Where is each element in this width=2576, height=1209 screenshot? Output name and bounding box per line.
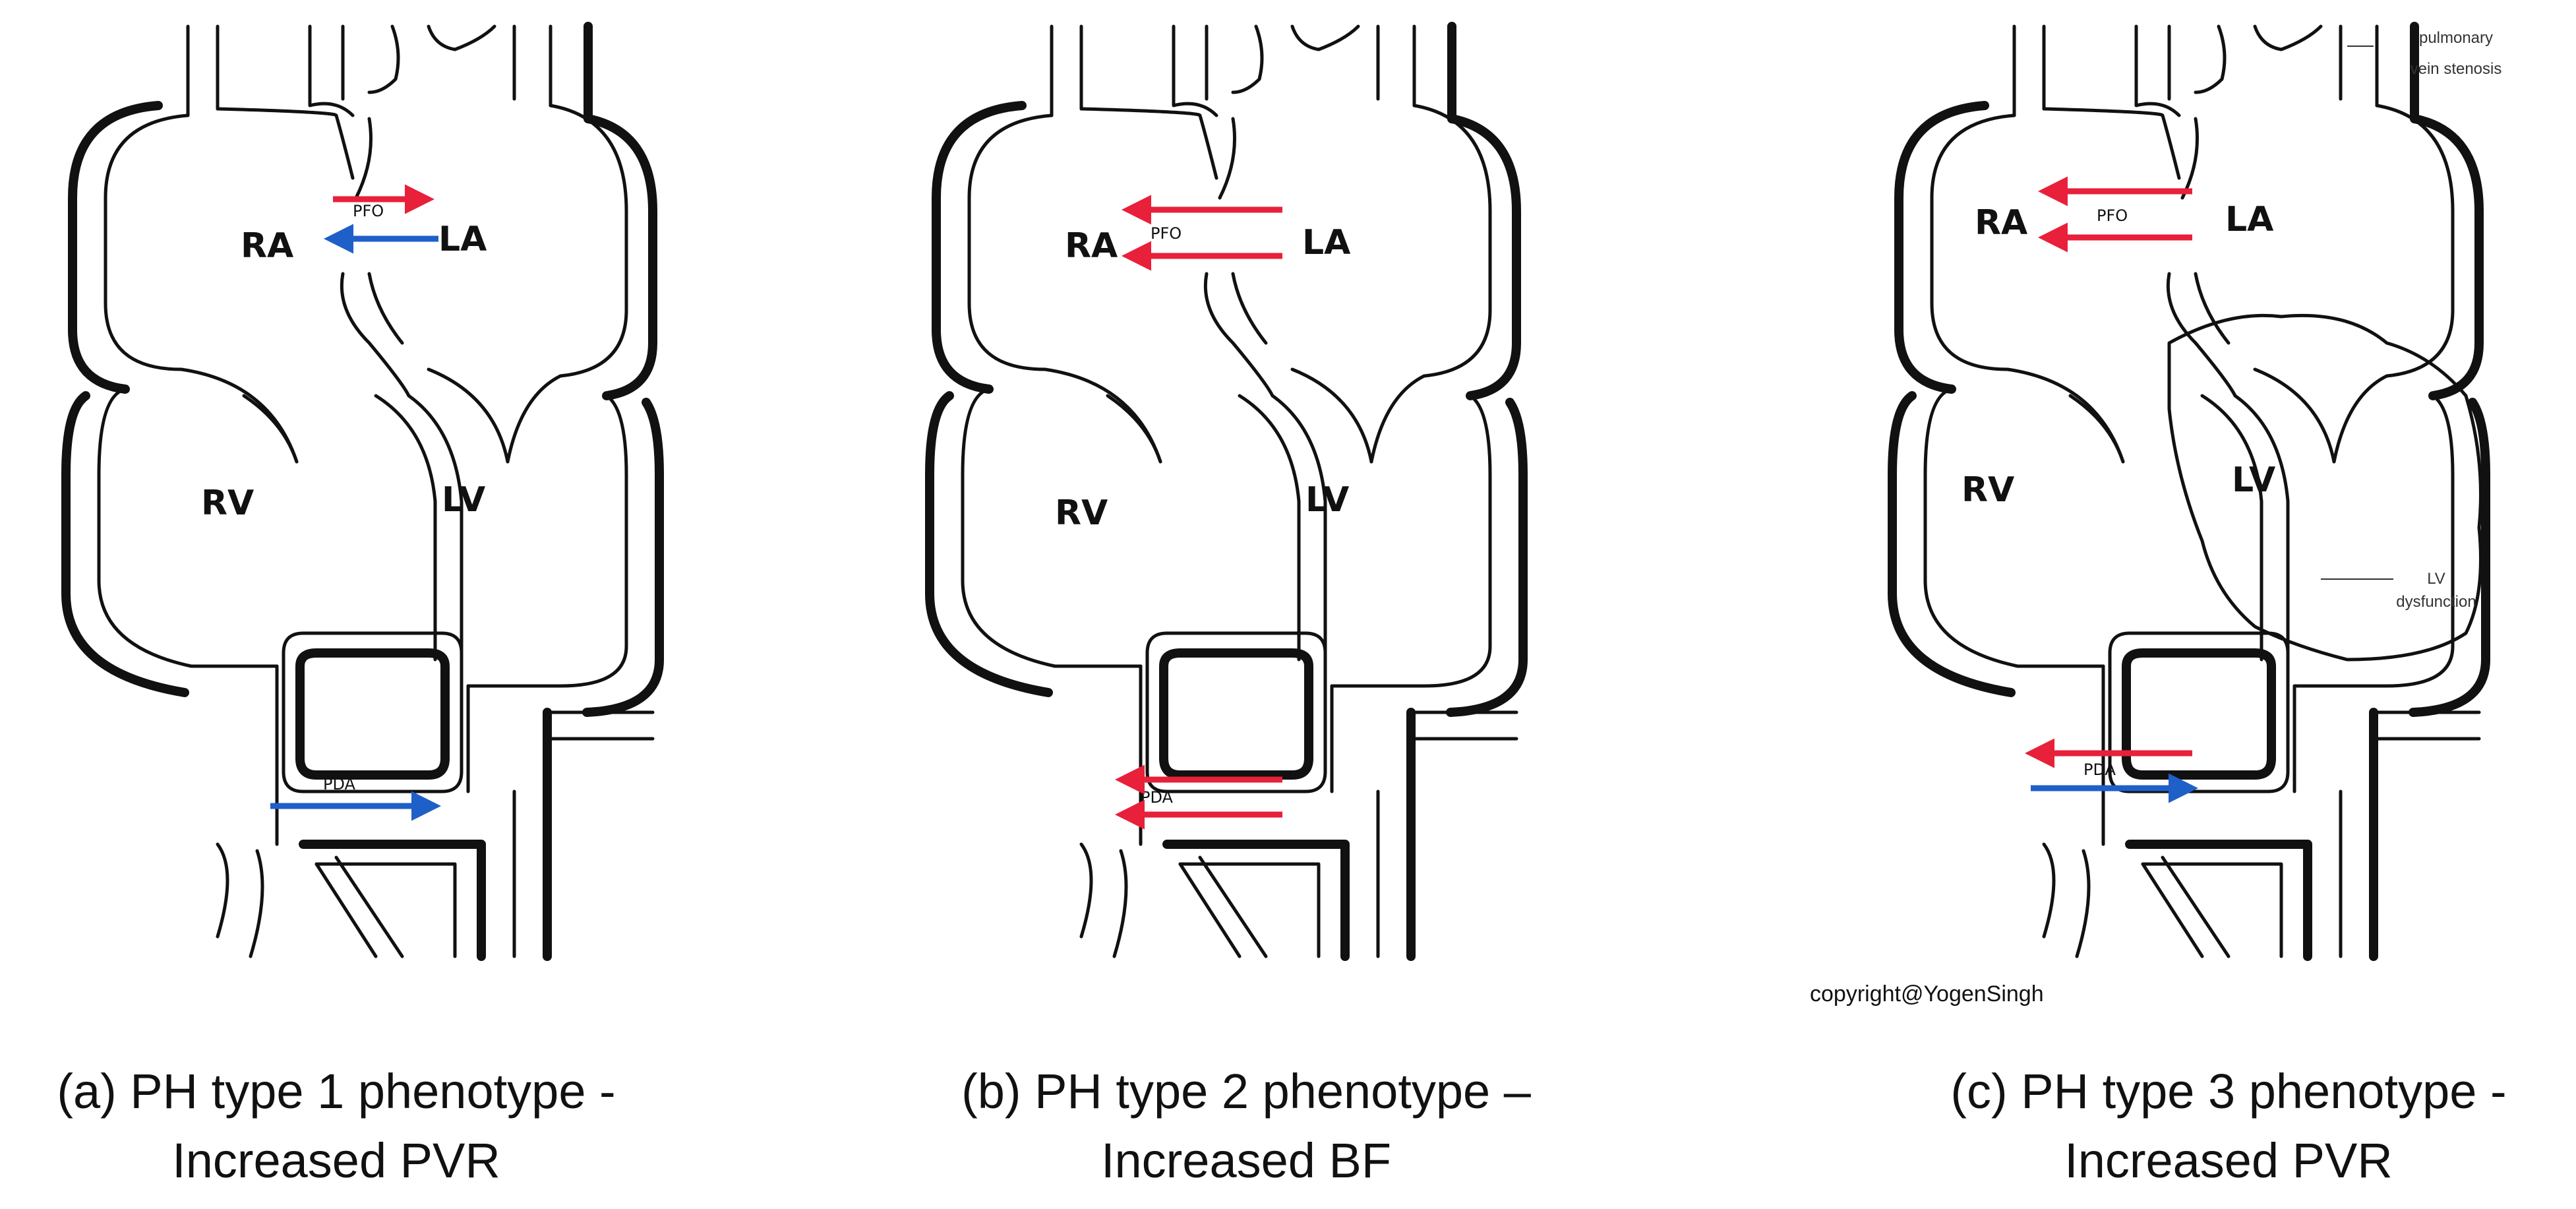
panel-c: RA LA RV LV PFO PDA pulmonary vein steno… (1892, 26, 2507, 1188)
heart-outline-a (66, 26, 659, 956)
caption-b-line1: (b) PH type 2 phenotype – (961, 1064, 1532, 1119)
label-pfo: PFO (2097, 206, 2128, 225)
lv-dysfunction-outline (2167, 313, 2482, 662)
pulmonary-vein-stenosis-label-2: vein stenosis (2411, 60, 2502, 78)
label-la: LA (2225, 200, 2273, 239)
label-pda: PDA (2083, 760, 2116, 779)
label-ra: RA (241, 226, 293, 266)
label-rv: RV (1055, 493, 1108, 533)
label-pda: PDA (323, 775, 356, 793)
caption-c-line1: (c) PH type 3 phenotype - (1950, 1064, 2506, 1119)
panel-b: RA LA RV LV PFO PDA (b) PH type 2 phenot… (930, 26, 1532, 1188)
label-lv: LV (442, 480, 485, 520)
caption-a-line1: (a) PH type 1 phenotype - (57, 1064, 615, 1119)
caption-b-line2: Increased BF (1101, 1133, 1391, 1188)
label-lv: LV (1305, 480, 1349, 520)
copyright-notice: copyright@YogenSingh (1810, 981, 2044, 1007)
label-pfo: PFO (353, 202, 384, 220)
label-rv: RV (201, 483, 254, 523)
lv-dysfunction-label-2: dysfunction (2396, 593, 2476, 611)
caption-a-line2: Increased PVR (172, 1133, 500, 1188)
label-ra: RA (1975, 203, 2027, 243)
caption-c-line2: Increased PVR (2064, 1133, 2393, 1188)
label-rv: RV (1962, 470, 2014, 510)
label-ra: RA (1065, 226, 1118, 266)
pulmonary-vein-stenosis-label-1: pulmonary (2419, 29, 2493, 47)
label-la: LA (438, 220, 487, 259)
label-pfo: PFO (1151, 224, 1182, 243)
panel-a: RA LA RV LV PFO PDA (a) PH type 1 phenot… (57, 26, 659, 1188)
label-lv: LV (2232, 460, 2275, 500)
lv-dysfunction-label-1: LV (2427, 570, 2445, 588)
label-la: LA (1302, 223, 1350, 263)
label-pda: PDA (1141, 788, 1174, 807)
